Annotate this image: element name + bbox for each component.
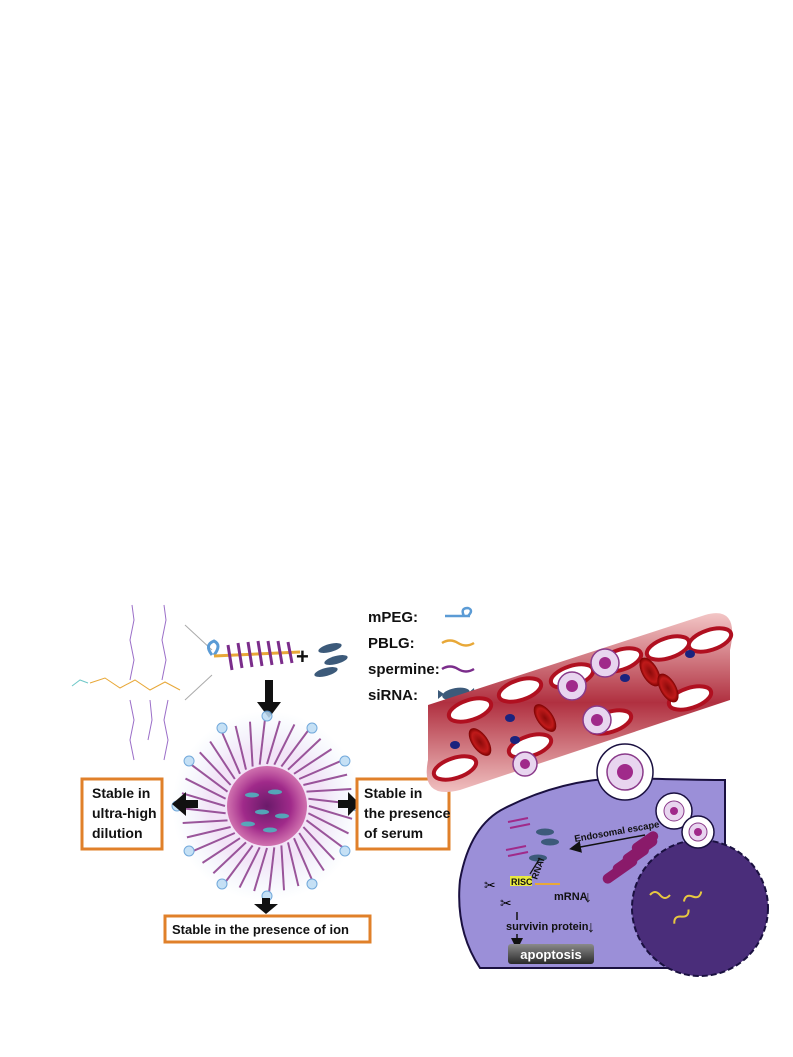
peg-shell-dot <box>183 755 195 767</box>
arrow-down <box>254 898 278 914</box>
legend: mPEG: PBLG: spermine: siRNA: <box>368 606 475 704</box>
endosomes <box>596 743 715 849</box>
scissors-icon-1: ✂ <box>484 877 496 893</box>
red-blood-cell <box>666 684 714 712</box>
corona-strand <box>293 837 313 880</box>
apoptosis-box <box>508 944 594 964</box>
box-ion-text: Stable in the presence of ion <box>172 922 349 937</box>
peg-shell-dot <box>339 755 351 767</box>
mrna-down-arrow: ↓ <box>584 889 592 906</box>
corona-strand <box>238 846 261 888</box>
corona-strand <box>190 764 229 793</box>
peg-shell-dot <box>216 722 228 734</box>
tumor-cell: Endosomal escape RISC RNAi ✂ ✂ mRNA ↓ su… <box>458 743 769 977</box>
peg-shell-dot <box>216 878 228 890</box>
box-ion: Stable in the presence of ion <box>163 914 372 944</box>
corona-strand <box>234 725 247 770</box>
corona-strand <box>258 719 266 765</box>
plus-sign: + <box>296 644 309 669</box>
corona-strand <box>302 826 335 861</box>
sirna-group <box>314 643 348 677</box>
corona-strand <box>268 847 276 893</box>
corona-strand <box>180 807 226 815</box>
corona-strand <box>248 721 254 767</box>
corona-strand <box>181 792 226 807</box>
polymer-chain <box>207 639 301 671</box>
corona-strand <box>306 787 352 793</box>
nanoparticle <box>171 710 363 902</box>
corona-strand <box>308 805 353 820</box>
red-blood-cell <box>533 704 557 732</box>
corona-strand <box>287 738 322 771</box>
corona-strand <box>209 740 236 780</box>
chemical-structure <box>71 604 181 761</box>
corona-strand <box>253 847 268 892</box>
corona-strand <box>273 724 296 766</box>
corona-strand <box>266 720 281 765</box>
red-blood-cell <box>496 676 544 704</box>
box-serum-line1: Stable in <box>364 785 422 801</box>
legend-spermine-swatch <box>441 665 475 673</box>
red-blood-cell <box>468 728 492 756</box>
vessel-nanoparticles <box>512 648 620 777</box>
red-blood-cell <box>657 673 679 703</box>
scissors-icon-2: ✂ <box>500 895 512 911</box>
peg-shell-dot <box>306 722 318 734</box>
corona-strand <box>201 837 241 864</box>
zoom-line-bottom <box>184 674 213 701</box>
corona-strand <box>182 819 228 825</box>
corona-strand <box>185 777 227 800</box>
box-dilution: Stable in ultra-high dilution <box>80 777 164 851</box>
legend-pblg-swatch <box>441 639 475 647</box>
corona-strand <box>280 845 286 891</box>
box-dilution-line3: dilution <box>92 825 143 841</box>
red-blood-cell <box>446 696 494 724</box>
risc-block <box>510 876 532 886</box>
arrow-left <box>172 792 198 816</box>
corona-strand <box>280 729 309 768</box>
peg-shell-dot <box>261 710 273 722</box>
corona-strand <box>303 773 348 786</box>
box-dilution-line1: Stable in <box>92 785 150 801</box>
peg-shell-dot <box>183 845 195 857</box>
blood-vessel <box>426 613 734 792</box>
corona-strand <box>298 760 341 780</box>
legend-pblg-label: PBLG: <box>368 635 415 652</box>
legend-sirna-label: siRNA: <box>368 687 418 704</box>
box-serum-line2: the presence <box>364 805 451 821</box>
box-serum-line3: of serum <box>364 825 423 841</box>
corona-strand <box>221 732 241 775</box>
red-blood-cell <box>639 657 661 687</box>
mrna-label: mRNA <box>554 891 588 903</box>
corona-strand <box>225 844 254 883</box>
endosomal-escape-arrow <box>569 834 646 853</box>
survivin-label: survivin protein <box>506 921 589 933</box>
apoptosis-label: apoptosis <box>520 947 581 962</box>
arrow-to-nanoparticle <box>257 680 281 718</box>
red-blood-cell <box>686 626 734 654</box>
corona-strand <box>307 812 349 835</box>
box-serum: Stable in the presence of serum <box>355 777 451 851</box>
corona-strand <box>186 826 231 839</box>
arrow-right <box>338 792 360 816</box>
corona-strand <box>305 819 344 848</box>
corona-strand <box>212 841 247 874</box>
red-blood-cell <box>431 754 479 782</box>
corona-strand <box>293 748 333 775</box>
legend-mpeg-swatch <box>445 606 473 618</box>
legend-mpeg-label: mPEG: <box>368 609 418 626</box>
corona-strand <box>298 832 325 872</box>
peg-shell-dot <box>306 878 318 890</box>
peg-shell-dot <box>339 845 351 857</box>
box-dilution-line2: ultra-high <box>92 805 157 821</box>
corona-strand <box>199 751 232 786</box>
corona-strand <box>193 832 236 852</box>
corona-strand <box>287 842 300 887</box>
survivin-down-arrow: ↓ <box>587 919 595 936</box>
legend-spermine-label: spermine: <box>368 661 440 678</box>
risc-label: RISC <box>511 877 533 887</box>
